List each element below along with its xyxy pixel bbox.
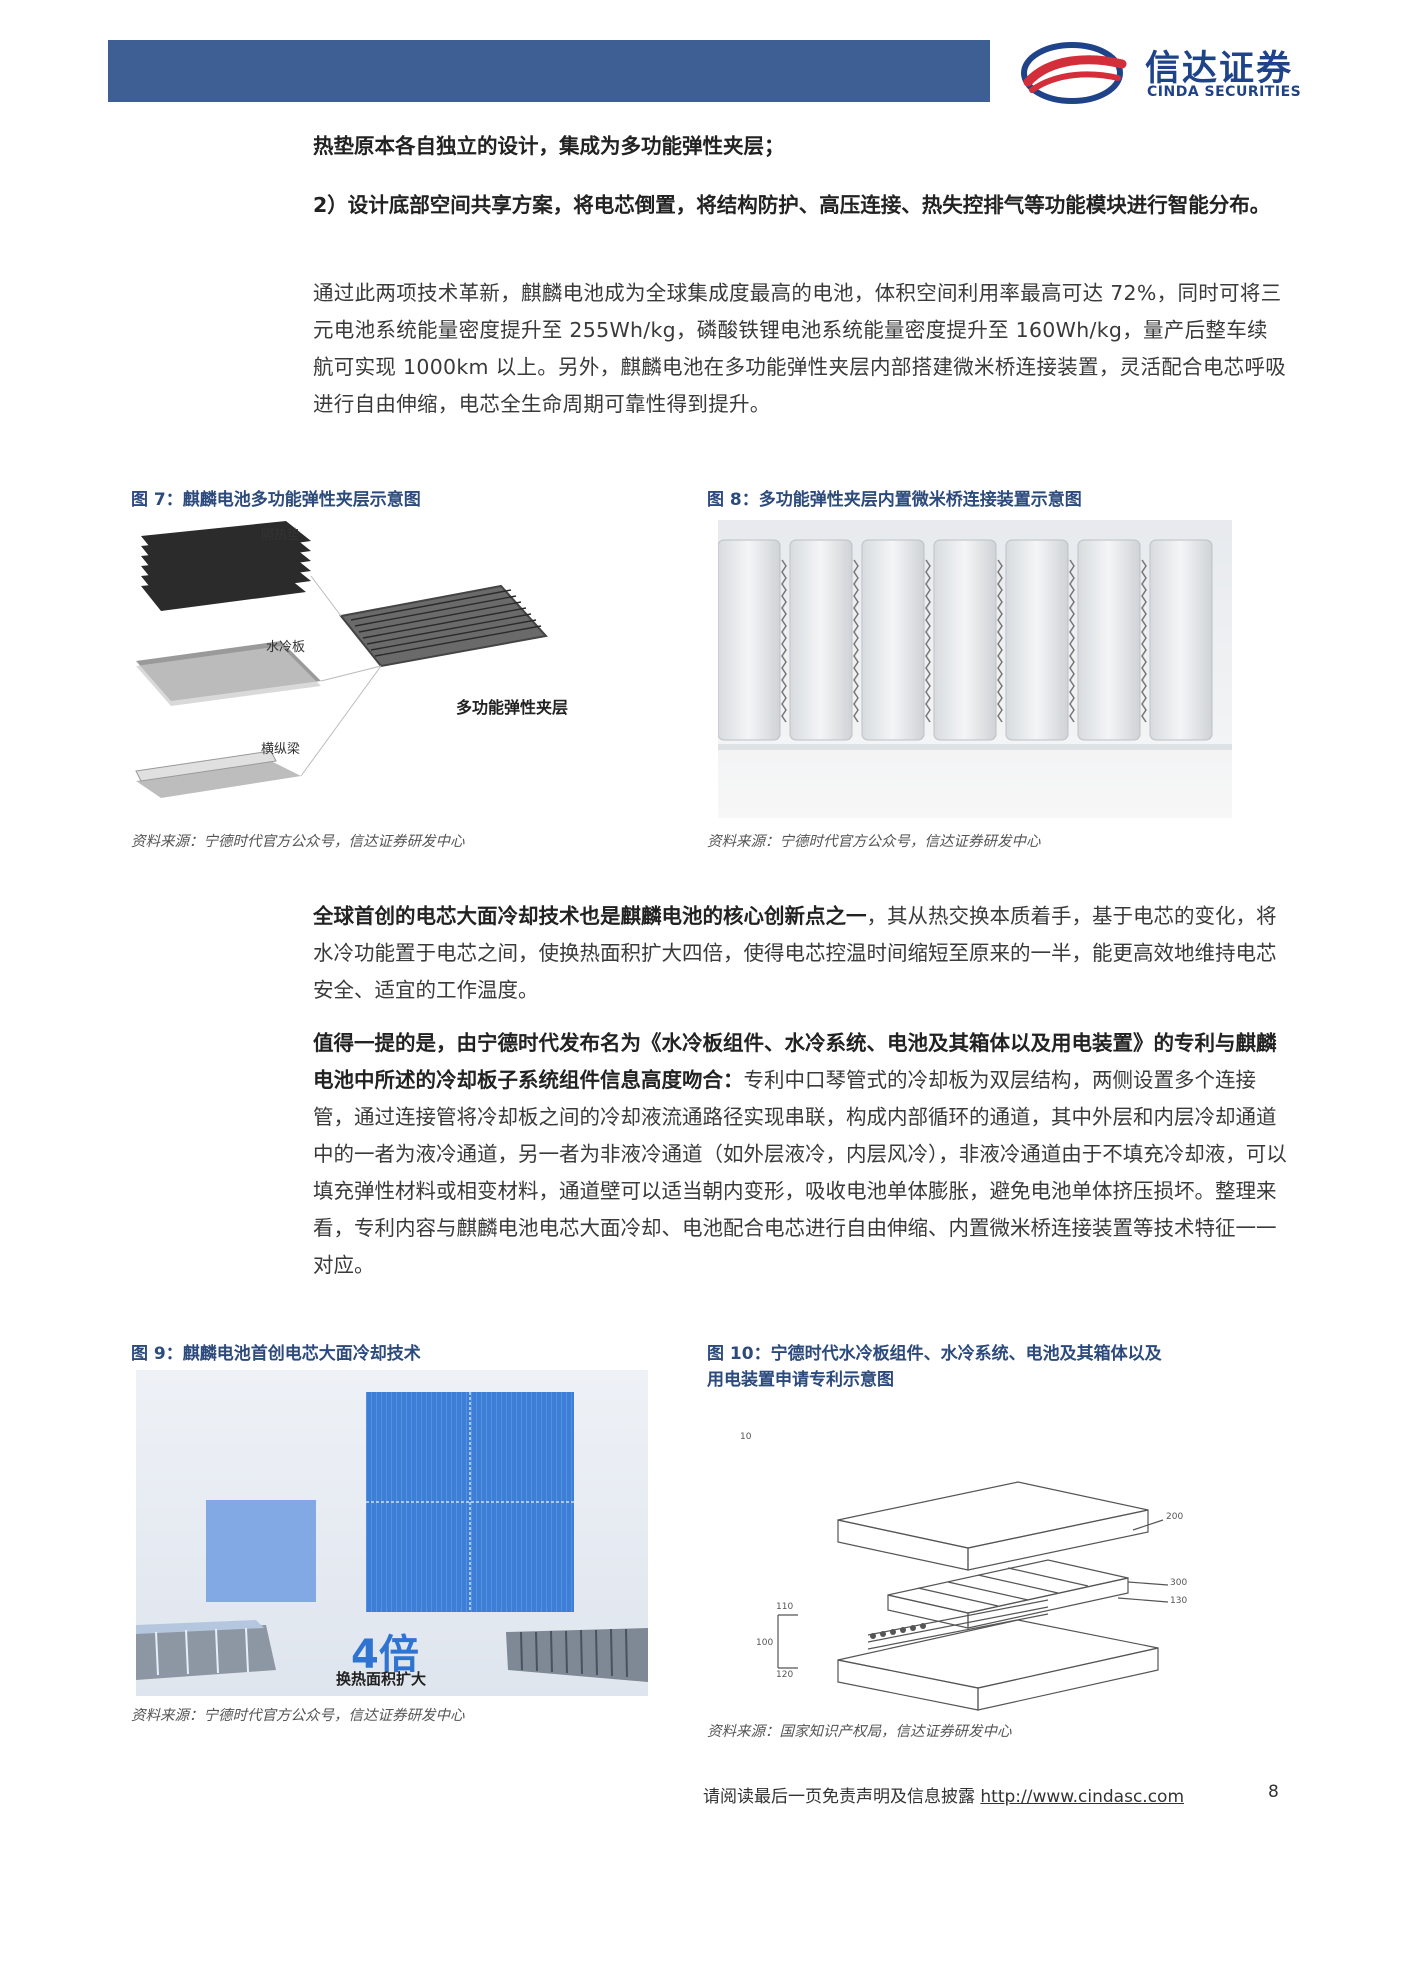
label-130: 130 [1170, 1596, 1188, 1606]
company-logo: 信达证券 CINDA SECURITIES [1010, 38, 1350, 108]
page-number: 8 [1268, 1782, 1279, 1802]
footer-link[interactable]: http://www.cindasc.com [980, 1787, 1185, 1807]
header-bar [108, 40, 990, 102]
paragraph-3: 通过此两项技术革新，麒麟电池成为全球集成度最高的电池，体积空间利用率最高可达 7… [313, 281, 1287, 416]
footer-disclaimer: 请阅读最后一页免责声明及信息披露 http://www.cindasc.com [703, 1782, 1184, 1807]
paragraph-2: 2）设计底部空间共享方案，将电芯倒置，将结构防护、高压连接、热失控排气等功能模块… [313, 193, 1271, 217]
figure-9-source: 资料来源：宁德时代官方公众号，信达证券研发中心 [131, 1708, 465, 1724]
label-100: 100 [756, 1638, 774, 1648]
heat-area-label: 换热面积扩大 [336, 1670, 427, 1688]
figure-7-image: 隔热垫 水冷板 横纵梁 多功能弹性夹层 [131, 516, 646, 816]
figure-8-source: 资料来源：宁德时代官方公众号，信达证券研发中心 [707, 834, 1041, 850]
paragraph-5: 值得一提的是，由宁德时代发布名为《水冷板组件、水冷系统、电池及其箱体以及用电装置… [313, 1025, 1288, 1284]
figure-10-caption-line1: 图 10：宁德时代水冷板组件、水冷系统、电池及其箱体以及 [707, 1344, 1162, 1364]
paragraph-5-bold: 值得一提的是，由宁德时代发布名为《水冷板组件、水冷系统、电池及其箱体以及用电装置… [313, 1031, 1277, 1092]
paragraph-4-bold: 全球首创的电芯大面冷却技术也是麒麟电池的核心创新点之一 [313, 904, 867, 928]
label-110: 110 [776, 1602, 794, 1612]
paragraph-4-rest: ，其从热交换本质着手，基于电芯的变化，将水冷功能置于电芯之间，使换热面积扩大四倍… [313, 904, 1277, 1002]
cinda-logo-icon [1021, 42, 1127, 104]
figure-7-caption: 图 7：麒麟电池多功能弹性夹层示意图 [131, 490, 421, 510]
label-120: 120 [776, 1670, 794, 1680]
figure-10-source: 资料来源：国家知识产权局，信达证券研发中心 [707, 1724, 1012, 1740]
paragraph-1: 热垫原本各自独立的设计，集成为多功能弹性夹层； [313, 134, 785, 158]
logo-chinese-name: 信达证券 [1145, 49, 1294, 89]
figure-10-image: 10 200 300 130 110 100 120 [718, 1420, 1238, 1720]
figure-7-source: 资料来源：宁德时代官方公众号，信达证券研发中心 [131, 834, 465, 850]
label-beams: 横纵梁 [261, 742, 301, 757]
label-10: 10 [740, 1432, 752, 1442]
label-cooling-plate: 水冷板 [266, 640, 306, 655]
label-300: 300 [1170, 1578, 1188, 1588]
figure-10-caption-line2: 用电装置申请专利示意图 [707, 1370, 894, 1390]
label-200: 200 [1166, 1512, 1184, 1522]
label-insulation-pad: 隔热垫 [261, 528, 301, 543]
paragraph-4: 全球首创的电芯大面冷却技术也是麒麟电池的核心创新点之一，其从热交换本质着手，基于… [313, 898, 1288, 1009]
paragraph-5-rest: 专利中口琴管式的冷却板为双层结构，两侧设置多个连接管，通过连接管将冷却板之间的冷… [313, 1068, 1287, 1277]
figure-8-caption: 图 8：多功能弹性夹层内置微米桥连接装置示意图 [707, 490, 1082, 510]
four-times-label: 4倍 [351, 1632, 419, 1678]
figure-9-caption: 图 9：麒麟电池首创电芯大面冷却技术 [131, 1344, 421, 1364]
figure-9-image: 4倍 换热面积扩大 [136, 1370, 648, 1696]
footer-disclaimer-text: 请阅读最后一页免责声明及信息披露 [703, 1787, 975, 1807]
logo-english-name: CINDA SECURITIES [1147, 84, 1302, 100]
label-elastic-layer: 多功能弹性夹层 [456, 698, 569, 717]
figure-8-image [718, 520, 1232, 818]
